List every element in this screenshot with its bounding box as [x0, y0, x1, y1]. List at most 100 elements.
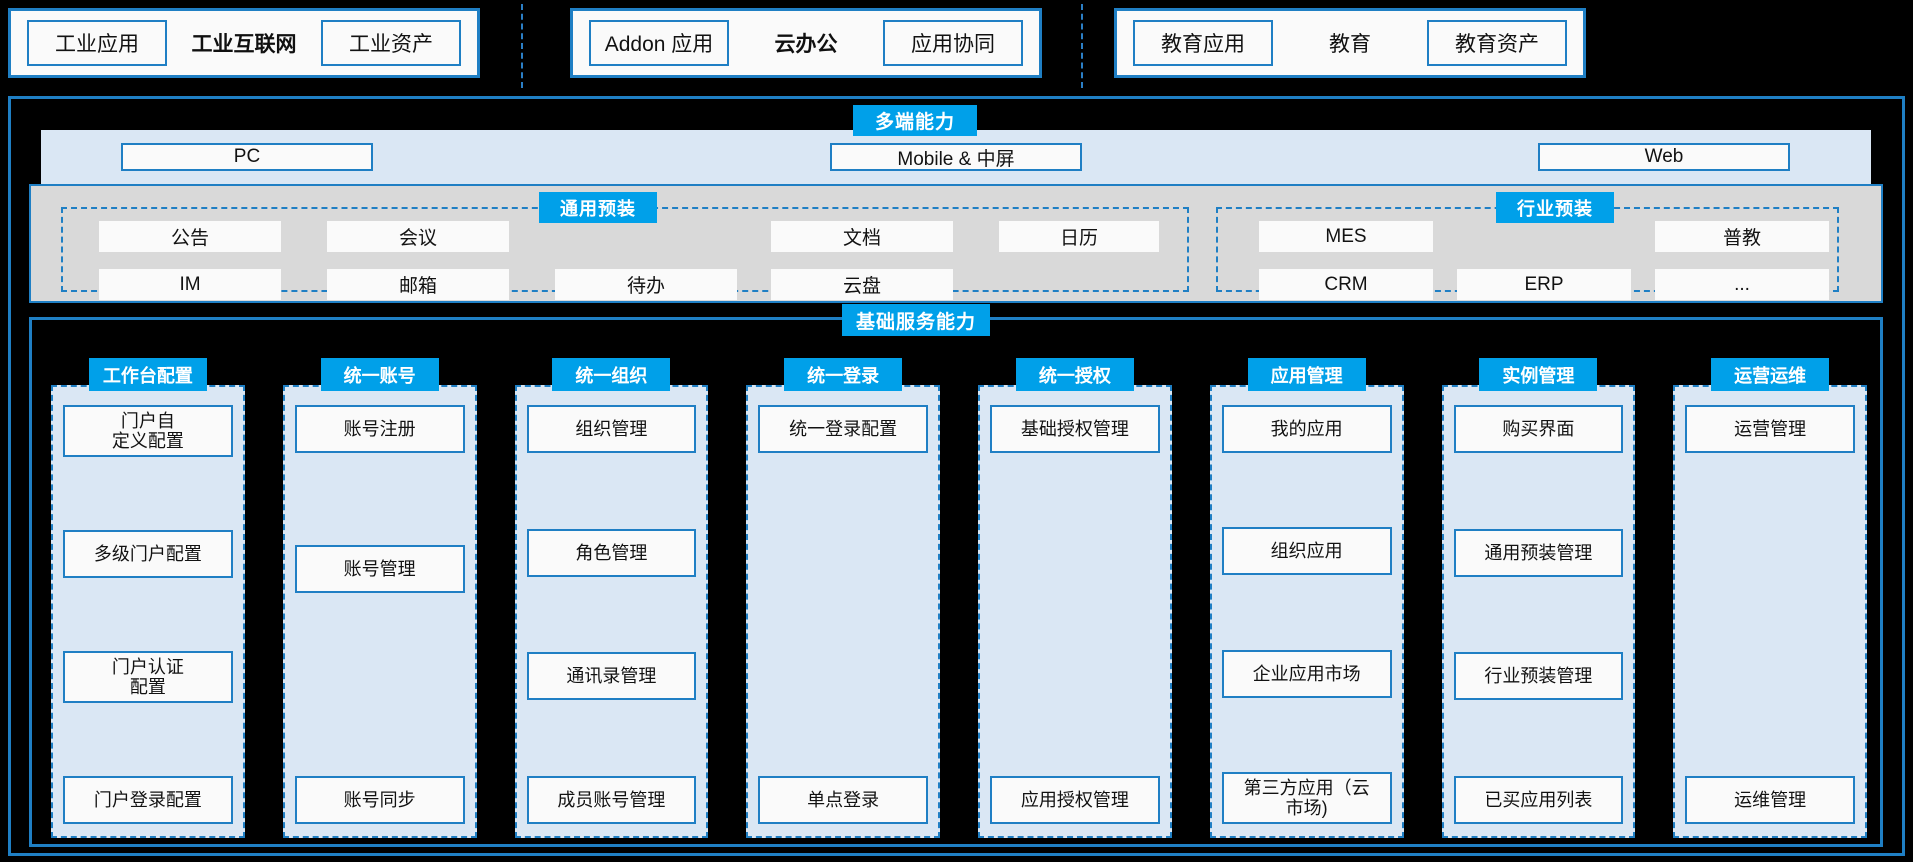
service-cell[interactable]: 账号同步 [294, 776, 465, 825]
service-column-1: 统一账号账号注册账号管理账号同步 [273, 358, 487, 838]
band-base-services: 基础服务能力 工作台配置门户自定义配置多级门户配置门户认证配置门户登录配置统一账… [29, 304, 1886, 847]
service-column-header[interactable]: 运营运维 [1711, 358, 1830, 391]
service-cell[interactable]: 统一登录配置 [758, 405, 928, 453]
service-column-0: 工作台配置门户自定义配置多级门户配置门户认证配置门户登录配置 [41, 358, 255, 838]
service-column-header[interactable]: 统一账号 [320, 358, 439, 391]
preinstall-item-document[interactable]: 文档 [771, 221, 953, 252]
service-cell[interactable]: 行业预装管理 [1453, 652, 1624, 701]
service-cell[interactable]: 第三方应用（云市场) [1221, 771, 1392, 824]
service-column-header[interactable]: 统一授权 [1015, 358, 1134, 391]
spacer [990, 453, 1160, 776]
tag-general-preinstall: 通用预装 [539, 192, 657, 223]
service-cell[interactable]: 多级门户配置 [63, 530, 233, 578]
service-cell[interactable]: 运维管理 [1685, 776, 1855, 824]
preinstall-item-todo[interactable]: 待办 [555, 269, 737, 300]
service-cell[interactable]: 已买应用列表 [1453, 776, 1624, 825]
service-cell[interactable]: 门户自定义配置 [63, 405, 233, 457]
top-group-education-real[interactable]: 教育应用 教育 教育资产 [1114, 8, 1586, 78]
service-column-7: 运营运维运营管理运维管理 [1663, 358, 1877, 838]
spacer [527, 577, 697, 653]
service-cell[interactable]: 基础授权管理 [990, 405, 1160, 453]
service-column-header[interactable]: 统一组织 [552, 358, 671, 391]
spacer [295, 684, 465, 776]
service-cell[interactable]: 组织应用 [1221, 527, 1392, 576]
service-cell[interactable]: 门户认证配置 [63, 651, 233, 703]
platform-stack-container: 多端能力 PC Mobile & 中屏 Web 通用预装 行业预装 公告 会议 … [8, 96, 1905, 856]
chip-education-app[interactable]: 教育应用 [1133, 20, 1273, 66]
spacer [1222, 453, 1392, 527]
preinstall-item-crm[interactable]: CRM [1259, 269, 1433, 300]
top-group-cloud-office[interactable]: Addon 应用 云办公 应用协同 [570, 8, 1042, 78]
chip-app-collaboration[interactable]: 应用协同 [883, 20, 1023, 66]
chip-education-asset[interactable]: 教育资产 [1427, 20, 1567, 66]
group-title-industrial-internet: 工业互联网 [191, 33, 297, 56]
preinstall-item-im[interactable]: IM [99, 269, 281, 300]
tag-multi-terminal: 多端能力 [853, 105, 977, 136]
service-cell[interactable]: 购买界面 [1453, 405, 1624, 453]
service-cell[interactable]: 我的应用 [1221, 405, 1392, 453]
service-cell[interactable]: 成员账号管理 [526, 776, 697, 825]
service-cell[interactable]: 账号注册 [294, 405, 465, 453]
service-column-body: 账号注册账号管理账号同步 [282, 385, 477, 838]
service-cell[interactable]: 企业应用市场 [1221, 649, 1392, 698]
service-cell[interactable]: 账号管理 [294, 544, 465, 593]
service-cell[interactable]: 角色管理 [526, 528, 697, 577]
spacer [1454, 577, 1624, 653]
group-title-education: 教育 [1329, 33, 1371, 56]
service-cell[interactable]: 通用预装管理 [1453, 528, 1624, 577]
service-column-header[interactable]: 应用管理 [1247, 358, 1366, 391]
spacer [1685, 453, 1855, 776]
service-cell[interactable]: 门户登录配置 [63, 776, 233, 824]
service-column-body: 门户自定义配置多级门户配置门户认证配置门户登录配置 [51, 385, 245, 838]
spacer [63, 703, 233, 776]
preinstall-item-general-education[interactable]: 普教 [1655, 221, 1829, 252]
chip-industrial-asset[interactable]: 工业资产 [321, 20, 461, 66]
preinstall-item-clouddisk[interactable]: 云盘 [771, 269, 953, 300]
spacer [1454, 700, 1624, 776]
preinstall-item-mes[interactable]: MES [1259, 221, 1433, 252]
preinstall-item-meeting[interactable]: 会议 [327, 221, 509, 252]
spacer [295, 453, 465, 545]
chip-industrial-app[interactable]: 工业应用 [27, 20, 167, 66]
terminal-item-web[interactable]: Web [1538, 143, 1790, 171]
divider-1 [521, 4, 523, 88]
band-preinstall: 通用预装 行业预装 公告 会议 文档 日历 IM 邮箱 待办 云盘 MES 普教… [29, 184, 1883, 303]
preinstall-item-calendar[interactable]: 日历 [999, 221, 1159, 252]
service-column-body: 基础授权管理应用授权管理 [978, 385, 1172, 838]
service-cell[interactable]: 组织管理 [526, 405, 697, 453]
spacer [63, 457, 233, 530]
service-cell[interactable]: 单点登录 [758, 776, 928, 824]
service-column-body: 购买界面通用预装管理行业预装管理已买应用列表 [1441, 385, 1636, 838]
service-column-header[interactable]: 工作台配置 [88, 358, 207, 391]
divider-2 [1081, 4, 1083, 88]
spacer [1454, 453, 1624, 529]
base-services-columns: 工作台配置门户自定义配置多级门户配置门户认证配置门户登录配置统一账号账号注册账号… [32, 358, 1886, 838]
preinstall-item-more[interactable]: ... [1655, 269, 1829, 300]
preinstall-item-mail[interactable]: 邮箱 [327, 269, 509, 300]
spacer [527, 453, 697, 529]
spacer [1222, 575, 1392, 649]
service-cell[interactable]: 应用授权管理 [990, 776, 1160, 824]
spacer [758, 453, 928, 776]
top-group-industrial-internet[interactable]: 工业应用 工业互联网 工业资产 [8, 8, 480, 78]
service-cell[interactable]: 运营管理 [1685, 405, 1855, 453]
terminal-item-pc[interactable]: PC [121, 143, 373, 171]
service-column-3: 统一登录统一登录配置单点登录 [736, 358, 950, 838]
service-column-body: 我的应用组织应用企业应用市场第三方应用（云市场) [1209, 385, 1404, 838]
service-column-2: 统一组织组织管理角色管理通讯录管理成员账号管理 [505, 358, 719, 838]
service-column-body: 组织管理角色管理通讯录管理成员账号管理 [514, 385, 709, 838]
spacer [1222, 698, 1392, 772]
spacer [63, 578, 233, 651]
service-column-header[interactable]: 统一登录 [784, 358, 903, 391]
spacer [295, 593, 465, 685]
chip-addon-app[interactable]: Addon 应用 [589, 20, 729, 66]
terminal-item-mobile[interactable]: Mobile & 中屏 [830, 143, 1082, 171]
preinstall-item-announcement[interactable]: 公告 [99, 221, 281, 252]
preinstall-item-erp[interactable]: ERP [1457, 269, 1631, 300]
spacer [527, 700, 697, 776]
group-title-cloud-office: 云办公 [774, 33, 838, 56]
service-cell[interactable]: 通讯录管理 [526, 652, 697, 701]
top-scenario-band: 工业应用 工业互联网 工业资产 Addon 应用 云办公 应用协同 教育应用 教… [0, 0, 1913, 92]
service-column-header[interactable]: 实例管理 [1479, 358, 1598, 391]
